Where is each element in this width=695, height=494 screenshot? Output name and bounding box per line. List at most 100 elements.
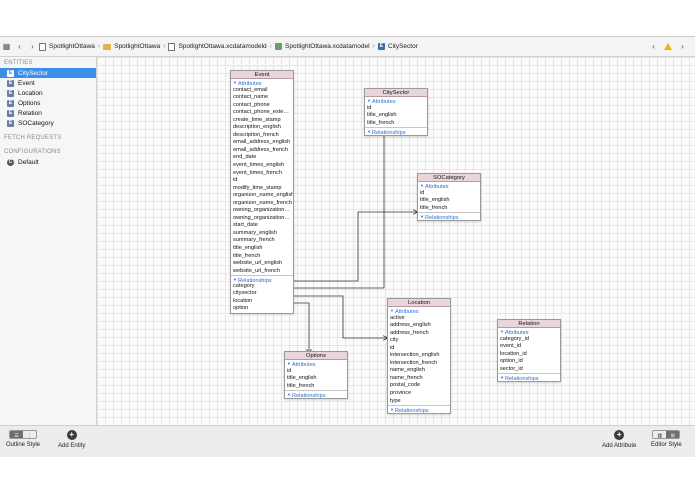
attributes-section[interactable]: Attributes xyxy=(231,79,293,87)
sidebar-item-options[interactable]: E Options xyxy=(0,98,96,108)
attribute-row[interactable]: title_english xyxy=(420,197,450,204)
sidebar-item-event[interactable]: E Event xyxy=(0,78,96,88)
entity-options[interactable]: Options Attributes id title_english titl… xyxy=(284,351,348,399)
attribute-row[interactable]: name_french xyxy=(390,374,423,381)
attribute-row[interactable]: province xyxy=(390,389,412,396)
relationships-section[interactable]: Relationships xyxy=(388,405,450,414)
attribute-row[interactable]: id xyxy=(390,344,395,351)
attribute-row[interactable]: description_english xyxy=(233,124,281,131)
entity-event[interactable]: Event Attributes contact_emailcontact_na… xyxy=(230,70,294,314)
outline-style-toggle[interactable]: ☰ ⋮ xyxy=(9,430,38,439)
attribute-row[interactable]: description_french xyxy=(233,131,279,138)
entity-socategory[interactable]: SOCategory Attributes id title_english t… xyxy=(417,173,481,221)
previous-issue-icon[interactable]: ‹ xyxy=(652,42,655,51)
attribute-row[interactable]: option_id xyxy=(500,358,523,365)
attribute-row[interactable]: id xyxy=(420,189,425,196)
attribute-row[interactable]: event_times_french xyxy=(233,169,282,176)
hierarchy-style-icon[interactable]: ⋮ xyxy=(27,432,33,439)
graph-canvas[interactable]: Event Attributes contact_emailcontact_na… xyxy=(97,57,695,425)
attribute-row[interactable]: contact_email xyxy=(233,86,268,93)
attribute-row[interactable]: summary_english xyxy=(233,229,277,236)
attributes-section[interactable]: Attributes xyxy=(418,182,480,190)
attribute-row[interactable]: city xyxy=(390,337,399,344)
attribute-row[interactable]: title_english xyxy=(233,244,263,251)
sidebar-item-default[interactable]: C Default xyxy=(0,157,96,167)
relationship-row[interactable]: category xyxy=(233,282,255,289)
relationships-section[interactable]: Relationships xyxy=(285,390,347,399)
next-issue-icon[interactable]: › xyxy=(681,42,684,51)
attribute-row[interactable]: contact_name xyxy=(233,94,269,101)
attribute-row[interactable]: address_french xyxy=(390,329,429,336)
attribute-row[interactable]: postal_code xyxy=(390,382,421,389)
attribute-row[interactable]: organizer_name_french xyxy=(233,199,293,206)
graph-style-icon[interactable]: ⊞ xyxy=(666,431,680,438)
attribute-row[interactable]: intersection_french xyxy=(390,359,438,366)
attributes-section[interactable]: Attributes xyxy=(365,97,427,105)
forward-arrow-icon[interactable]: › xyxy=(31,42,34,51)
attribute-row[interactable]: sector_id xyxy=(500,365,523,372)
attribute-row[interactable]: event_times_english xyxy=(233,161,284,168)
attribute-row[interactable]: end_date xyxy=(233,154,257,161)
entity-location[interactable]: Location Attributes activeaddress_englis… xyxy=(387,298,451,414)
warning-icon[interactable] xyxy=(664,43,672,50)
entity-citysector[interactable]: CitySector Attributes id title_english t… xyxy=(364,88,428,136)
attribute-row[interactable]: website_url_english xyxy=(233,260,283,267)
attribute-row[interactable]: modify_time_stamp xyxy=(233,184,282,191)
relationship-row[interactable]: citysector xyxy=(233,290,257,297)
editor-style-toggle[interactable]: ▥ ⊞ xyxy=(652,430,681,439)
attribute-row[interactable]: name_english xyxy=(390,367,425,374)
attribute-row[interactable]: title_french xyxy=(367,119,395,126)
sidebar-item-socategory[interactable]: E SOCategory xyxy=(0,118,96,128)
attribute-row[interactable]: title_french xyxy=(233,252,261,259)
attribute-row[interactable]: owning_organization… xyxy=(233,207,290,214)
attribute-row[interactable]: id xyxy=(367,104,372,111)
attribute-row[interactable]: title_english xyxy=(287,375,317,382)
table-style-icon[interactable]: ▥ xyxy=(657,432,663,439)
relationships-section[interactable]: Relationships xyxy=(365,127,427,136)
back-arrow-icon[interactable]: ‹ xyxy=(18,42,21,51)
attribute-row[interactable]: create_time_stamp xyxy=(233,116,281,123)
relationships-section[interactable]: Relationships xyxy=(231,275,293,284)
sidebar-item-relation[interactable]: E Relation xyxy=(0,108,96,118)
entity-relation[interactable]: Relation Attributes category_id event_id… xyxy=(497,319,561,382)
attribute-row[interactable]: title_french xyxy=(287,382,315,389)
add-entity-button[interactable]: + xyxy=(66,430,77,440)
attribute-row[interactable]: website_url_french xyxy=(233,267,280,274)
attribute-row[interactable]: category_id xyxy=(500,335,529,342)
relationship-row[interactable]: location xyxy=(233,297,253,304)
grid-icon[interactable]: ▦ xyxy=(2,42,11,51)
breadcrumb-datamodeld[interactable]: SpotlightOttawa.xcdatamodeld xyxy=(168,42,267,51)
attribute-row[interactable]: organizer_name_english xyxy=(233,192,293,199)
relationships-section[interactable]: Relationships xyxy=(498,373,560,382)
list-style-icon[interactable]: ☰ xyxy=(10,431,24,438)
attribute-row[interactable]: summary_french xyxy=(233,237,275,244)
breadcrumb-project[interactable]: SpotlightOttawa xyxy=(39,42,95,51)
attribute-row[interactable]: title_french xyxy=(420,204,448,211)
breadcrumb-entity[interactable]: E CitySector xyxy=(377,43,418,50)
attributes-section[interactable]: Attributes xyxy=(285,360,347,368)
attribute-row[interactable]: event_id xyxy=(500,343,522,350)
attribute-row[interactable]: address_english xyxy=(390,322,431,329)
sidebar-item-location[interactable]: E Location xyxy=(0,88,96,98)
add-attribute-button[interactable]: + xyxy=(614,430,625,440)
attribute-row[interactable]: start_date xyxy=(233,222,258,229)
attribute-row[interactable]: id xyxy=(287,367,292,374)
attributes-section[interactable]: Attributes xyxy=(498,328,560,336)
sidebar-item-citysector[interactable]: E CitySector xyxy=(0,68,96,78)
breadcrumb-group[interactable]: SpotlightOttawa xyxy=(103,43,160,50)
attribute-row[interactable]: id xyxy=(233,177,238,184)
attributes-section[interactable]: Attributes xyxy=(388,307,450,315)
relationships-section[interactable]: Relationships xyxy=(418,212,480,221)
attribute-row[interactable]: title_english xyxy=(367,112,397,119)
attribute-row[interactable]: intersection_english xyxy=(390,352,440,359)
attribute-row[interactable]: contact_phone xyxy=(233,101,270,108)
breadcrumb-datamodel[interactable]: SpotlightOttawa.xcdatamodel xyxy=(274,43,370,50)
attribute-row[interactable]: owning_organization… xyxy=(233,214,290,221)
attribute-row[interactable]: active xyxy=(390,314,405,321)
attribute-row[interactable]: email_address_english xyxy=(233,139,291,146)
attribute-row[interactable]: type xyxy=(390,397,401,404)
attribute-row[interactable]: location_id xyxy=(500,350,527,357)
attribute-row[interactable]: contact_phone_exte… xyxy=(233,109,289,116)
relationship-row[interactable]: option xyxy=(233,305,249,312)
attribute-row[interactable]: email_address_french xyxy=(233,146,289,153)
